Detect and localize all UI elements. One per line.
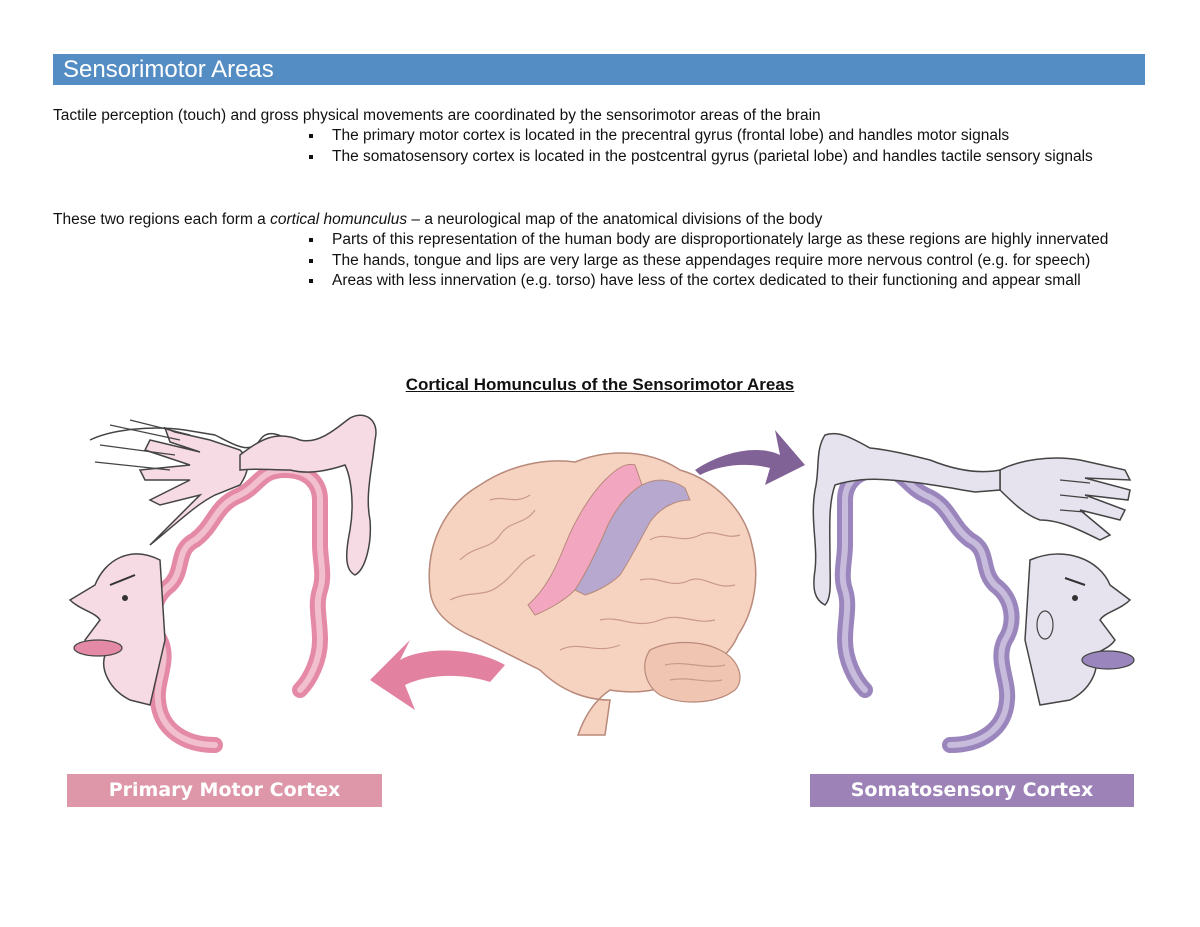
cerebellum: [644, 641, 741, 703]
somato-hand: [999, 457, 1132, 541]
somatosensory-cortex-label: Somatosensory Cortex: [810, 774, 1134, 807]
somato-homunculus: [812, 433, 1135, 753]
brain-illustration: [428, 452, 757, 736]
figure-title: Cortical Homunculus of the Sensorimotor …: [405, 375, 795, 394]
motor-tongue: [73, 639, 123, 657]
motor-hand: [138, 426, 249, 546]
motor-cortex-strip: [145, 461, 331, 753]
intro-paragraph: Tactile perception (touch) and gross phy…: [53, 107, 821, 124]
primary-motor-cortex-label: Primary Motor Cortex: [67, 774, 382, 807]
pink-arrow-icon: [370, 640, 505, 710]
somato-tongue: [1081, 650, 1135, 670]
motor-homunculus: [68, 414, 377, 753]
bullet-item: The hands, tongue and lips are very larg…: [306, 251, 1136, 272]
somato-ear: [1036, 610, 1054, 640]
homunculus-figure: [68, 414, 1135, 753]
motor-fingers: [94, 419, 191, 471]
somato-strip: [574, 479, 691, 596]
homunculus-paragraph: These two regions each form a cortical h…: [53, 210, 822, 230]
somato-face: [1024, 553, 1132, 706]
paragraph-text: These two regions each form a: [53, 211, 271, 228]
emphasis-term: cortical homunculus: [270, 211, 408, 228]
motor-arm: [239, 414, 377, 576]
motor-face: [68, 553, 166, 706]
bullet-list-1: The primary motor cortex is located in t…: [306, 126, 1136, 167]
section-title-bar: Sensorimotor Areas: [53, 54, 1145, 85]
section-title: Sensorimotor Areas: [63, 56, 274, 83]
bullet-item: Areas with less innervation (e.g. torso)…: [306, 271, 1136, 292]
somato-cortex-strip: [834, 461, 1020, 753]
brain-gyri-lines: [449, 494, 741, 682]
bullet-item: The primary motor cortex is located in t…: [306, 126, 1136, 147]
purple-arrow-icon: [695, 430, 805, 485]
bullet-list-2: Parts of this representation of the huma…: [306, 230, 1136, 292]
bullet-item: The somatosensory cortex is located in t…: [306, 147, 1136, 168]
bullet-item: Parts of this representation of the huma…: [306, 230, 1136, 251]
somato-arm: [812, 433, 1001, 606]
paragraph-text: – a neurological map of the anatomical d…: [407, 211, 823, 228]
